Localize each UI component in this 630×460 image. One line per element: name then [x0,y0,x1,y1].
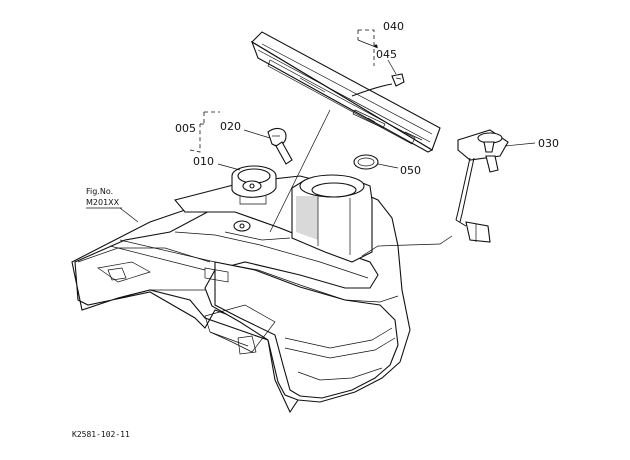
callout-labels: 040 045 005 020 010 050 030 [175,20,559,177]
meter-board-040 [250,31,441,233]
callout-005: 005 [175,122,196,135]
figref-line1: Fig.No. [86,187,113,196]
callout-010: 010 [193,155,214,168]
callout-040: 040 [383,20,404,33]
screw-045 [391,73,405,87]
figref-line2: M201XX [86,198,120,207]
callout-045: 045 [376,48,397,61]
key-020 [267,127,293,165]
dash-panel [71,174,411,414]
callout-leaders [119,29,536,257]
sensor-030 [455,129,509,243]
callout-020: 020 [220,120,241,133]
callout-030: 030 [538,137,559,150]
key-switch-010 [231,165,277,205]
figure-reference: Fig.No. M201XX [86,187,122,209]
drawing-code: K2581-102-11 [72,430,130,439]
callout-050: 050 [400,164,421,177]
cap-050 [353,154,379,170]
